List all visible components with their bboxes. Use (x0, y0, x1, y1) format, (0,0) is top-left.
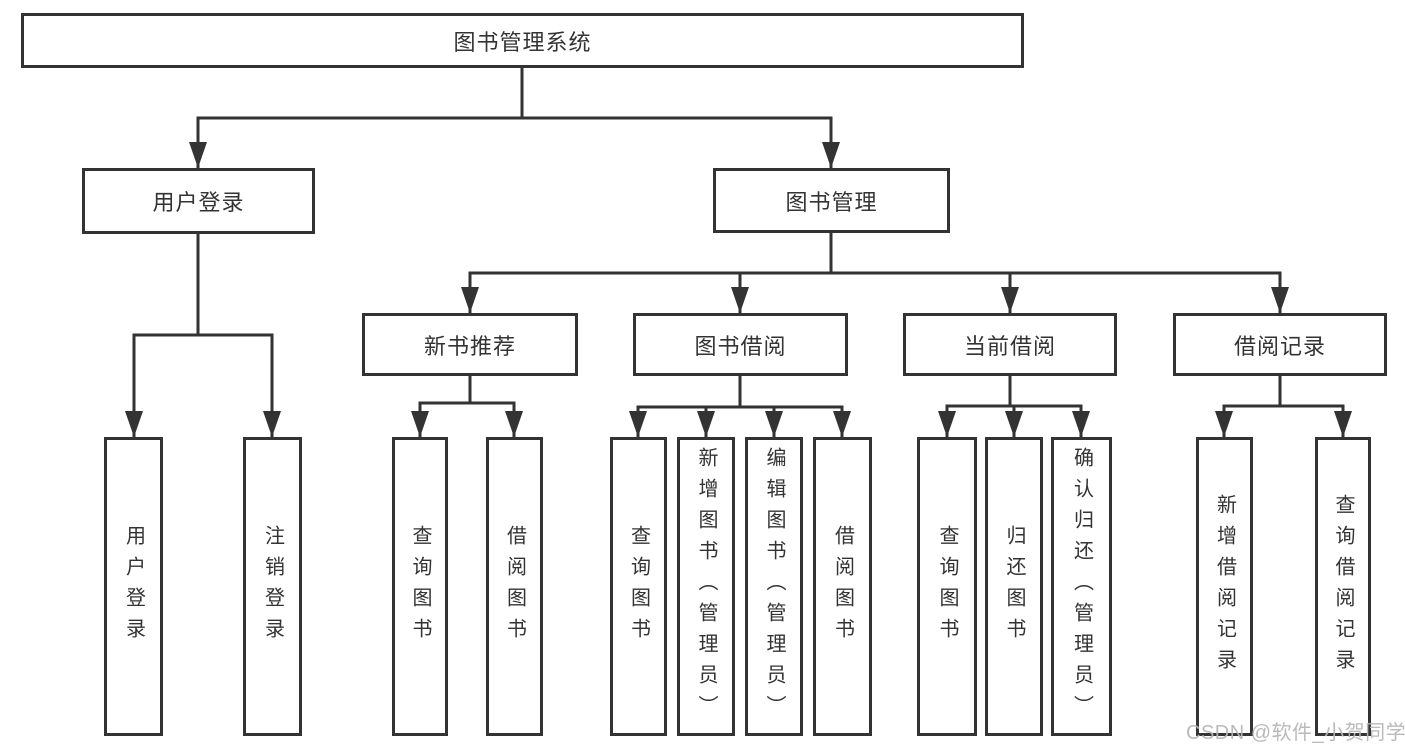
node-borrow-records: 借阅记录 (1173, 313, 1387, 376)
node-label: 借阅图书 (831, 524, 854, 649)
connector-book-management-children (461, 230, 1289, 314)
node-label: 归还图书 (1003, 524, 1025, 649)
node-label: 图书管理 (785, 189, 878, 215)
leaf-cb-query-books: 查询图书 (917, 437, 977, 736)
node-label: 查询图书 (409, 524, 431, 649)
leaf-logout: 注销登录 (243, 437, 302, 736)
node-current-borrow: 当前借阅 (903, 313, 1117, 376)
connector-user-login-children (125, 230, 281, 438)
node-label: 查询图书 (627, 524, 650, 649)
node-label: 新增图书（管理员） (695, 447, 717, 726)
node-label: 新书推荐 (423, 333, 516, 359)
leaf-cb-confirm-return-admin: 确认归还（管理员） (1051, 437, 1112, 736)
connector-root-to-level2 (189, 66, 840, 169)
leaf-br-add-record: 新增借阅记录 (1196, 437, 1253, 736)
node-label: 借阅图书 (503, 524, 526, 649)
node-book-borrow: 图书借阅 (633, 313, 848, 376)
csdn-watermark: CSDN @软件_小贺同学 (1186, 722, 1405, 744)
connector-current-borrow-children (938, 374, 1090, 438)
node-label: 注销登录 (261, 524, 284, 649)
node-label: 查询借阅记录 (1332, 493, 1354, 680)
node-label: 用户登录 (122, 524, 145, 649)
node-new-book-recommend: 新书推荐 (362, 313, 578, 376)
connector-borrow-records-children (1215, 374, 1352, 438)
node-book-management: 图书管理 (713, 168, 950, 233)
node-label: 图书管理系统 (453, 29, 592, 55)
leaf-br-query-record: 查询借阅记录 (1315, 437, 1371, 736)
leaf-bb-query-books: 查询图书 (610, 437, 667, 736)
connector-book-borrow-children (629, 374, 851, 438)
node-user-login: 用户登录 (82, 168, 315, 234)
leaf-bb-add-books-admin: 新增图书（管理员） (677, 437, 735, 736)
leaf-bb-edit-books-admin: 编辑图书（管理员） (745, 437, 803, 736)
node-label: 用户登录 (152, 190, 245, 215)
node-label: 编辑图书（管理员） (763, 447, 785, 726)
node-label: 借阅记录 (1233, 333, 1326, 359)
node-root-system: 图书管理系统 (21, 13, 1024, 68)
node-label: 查询图书 (936, 524, 958, 649)
leaf-user-login: 用户登录 (104, 437, 163, 736)
node-label: 确认归还（管理员） (1070, 447, 1093, 726)
leaf-nbr-query-books: 查询图书 (392, 437, 448, 736)
leaf-nbr-borrow-books: 借阅图书 (486, 437, 543, 736)
node-label: 图书借阅 (694, 333, 787, 359)
node-label: 当前借阅 (963, 333, 1056, 359)
connector-new-book-recommend-children (411, 374, 523, 438)
leaf-bb-borrow-books: 借阅图书 (813, 437, 872, 736)
node-label: 新增借阅记录 (1213, 493, 1236, 680)
leaf-cb-return-books: 归还图书 (985, 437, 1043, 736)
